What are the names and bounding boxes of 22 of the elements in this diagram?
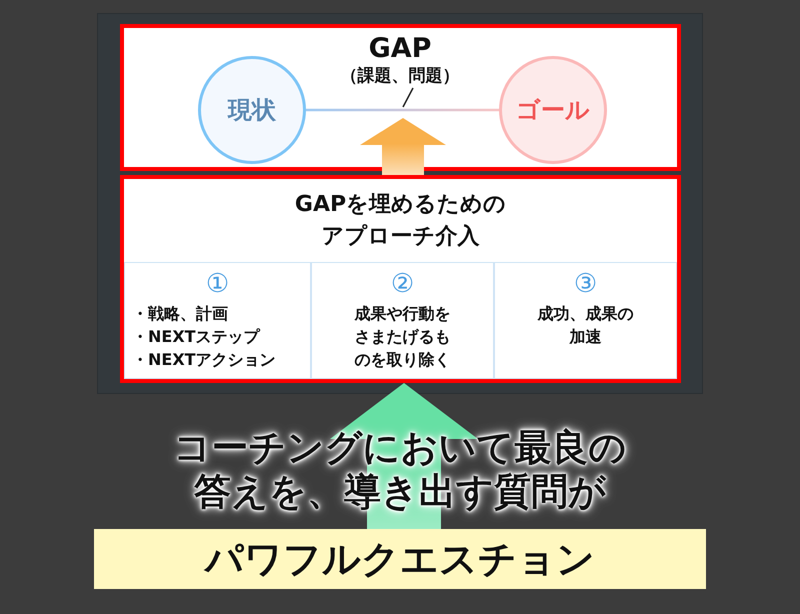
question-banner: パワフルクエスチョン <box>94 529 706 589</box>
block-arrow <box>360 118 446 175</box>
step-panel <box>494 262 677 379</box>
connector-line <box>306 108 499 112</box>
step-text: 成功、成果の加速 <box>536 303 634 348</box>
gap-frame <box>120 24 681 171</box>
goal-circle: ゴール <box>499 56 607 164</box>
leader-line <box>402 88 414 108</box>
gap-subtitle: （課題、問題） <box>340 65 460 88</box>
step-number: ③ <box>574 269 598 299</box>
current-state-circle: 現状 <box>198 56 306 164</box>
step-panel <box>311 262 494 379</box>
approach-frame <box>120 175 681 383</box>
bullet-item: ・NEXTステップ <box>132 326 260 348</box>
bullet-item: ・戦略、計画 <box>132 303 228 325</box>
gap-title: GAP <box>368 34 432 64</box>
step-number: ② <box>390 269 414 299</box>
step-text: 成果や行動をさまたげるものを取り除く <box>353 303 452 371</box>
approach-heading: GAPを埋めるためのアプローチ介入 <box>294 191 508 251</box>
bullet-item: ・NEXTアクション <box>132 349 276 371</box>
step-number: ① <box>206 269 230 299</box>
step-panel <box>124 262 311 379</box>
